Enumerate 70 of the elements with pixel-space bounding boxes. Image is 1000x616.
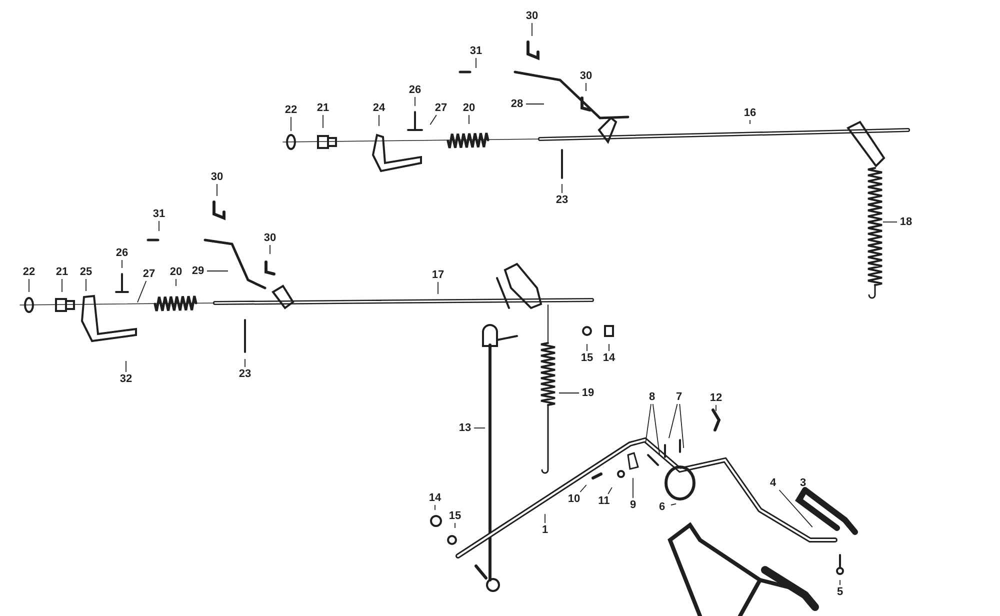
- leader-line: [244, 358, 246, 368]
- callout-number: 22: [284, 104, 298, 116]
- callout-number: 20: [170, 266, 182, 278]
- leader-line: [322, 114, 324, 128]
- callout-number: 31: [470, 46, 482, 56]
- callout-number: 28: [510, 98, 524, 110]
- leader-line: [632, 478, 634, 498]
- leader-line: [670, 503, 677, 506]
- leader-line: [290, 116, 292, 132]
- callout-number: 1: [542, 524, 548, 536]
- callout-number: 18: [900, 216, 912, 228]
- callout-number: 19: [582, 388, 594, 398]
- leader-line: [586, 344, 588, 352]
- callout-number: 31: [152, 208, 166, 220]
- leader-line: [544, 514, 546, 524]
- callout-number: 12: [710, 392, 722, 404]
- callout-number: 6: [658, 502, 666, 512]
- callout-number: 30: [264, 232, 276, 244]
- callout-number: 30: [580, 70, 592, 82]
- leader-line: [652, 404, 660, 454]
- callout-number: 14: [602, 352, 616, 364]
- callout-number: 13: [458, 422, 472, 434]
- callout-number: 7: [676, 392, 682, 402]
- callout-number: 23: [238, 368, 252, 380]
- callout-number: 20: [462, 102, 476, 114]
- callout-number: 8: [648, 392, 656, 402]
- callout-number: 32: [120, 374, 132, 384]
- leader-line: [206, 270, 228, 272]
- callout-number: 26: [116, 248, 128, 258]
- callout-number: 10: [568, 494, 580, 504]
- callout-number: 17: [432, 270, 444, 280]
- leader-line: [158, 220, 160, 232]
- callout-number: 23: [556, 194, 568, 206]
- callout-number: 27: [142, 268, 156, 280]
- callout-number: 30: [210, 172, 224, 182]
- callout-number: 29: [192, 266, 204, 276]
- callout-number: 15: [448, 510, 462, 522]
- leader-line: [137, 280, 147, 303]
- callout-number: 27: [434, 102, 448, 114]
- leader-line: [645, 404, 652, 444]
- callout-number: 22: [22, 266, 36, 278]
- callout-number: 16: [744, 108, 756, 118]
- leader-line: [778, 490, 813, 528]
- leader-line: [679, 404, 684, 448]
- leader-line: [28, 278, 30, 292]
- leader-line: [434, 504, 436, 510]
- leader-line: [608, 487, 612, 494]
- callout-number: 30: [526, 10, 538, 22]
- callout-number: 11: [598, 496, 610, 506]
- leader-line: [608, 344, 610, 352]
- callout-number: 14: [428, 492, 442, 504]
- leader-line: [378, 114, 380, 126]
- leader-line: [580, 484, 587, 492]
- callout-number: 5: [836, 586, 844, 598]
- callout-number: 3: [800, 478, 806, 488]
- callout-number: 26: [408, 84, 422, 96]
- callout-number: 25: [80, 266, 92, 278]
- callout-number: 9: [630, 500, 636, 510]
- callout-number: 4: [770, 478, 776, 488]
- leader-line: [414, 96, 416, 106]
- leader-line: [454, 522, 456, 528]
- callout-number: 15: [580, 352, 594, 364]
- leader-line: [430, 114, 437, 126]
- callout-number: 21: [56, 266, 68, 278]
- leader-line: [468, 114, 470, 124]
- leader-line: [558, 392, 580, 394]
- leader-line: [216, 184, 218, 196]
- callout-number: 24: [372, 102, 386, 114]
- callout-number: 21: [316, 102, 330, 114]
- leader-line: [668, 404, 678, 439]
